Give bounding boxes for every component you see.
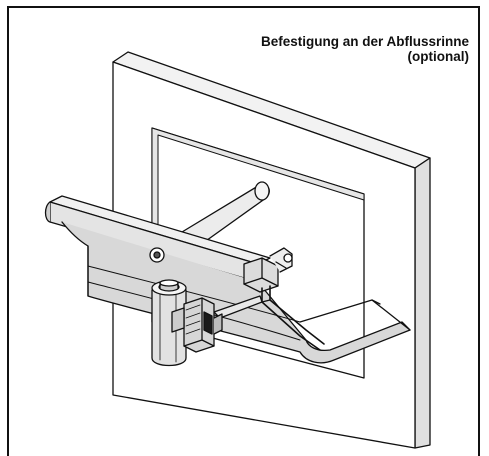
cylinder-clamp: [171, 297, 223, 353]
gutter-channel: [44, 195, 411, 364]
hanging-bracket: [213, 285, 325, 351]
sensor-cylinder: [151, 279, 187, 367]
rim-clamp: [243, 247, 293, 293]
figure-caption: Befestigung an der Abflussrinne (optiona…: [261, 34, 469, 64]
support-rod: [181, 181, 270, 249]
caption-line-1: Befestigung an der Abflussrinne: [260, 34, 469, 49]
caption-line-2: (optional): [407, 49, 469, 64]
